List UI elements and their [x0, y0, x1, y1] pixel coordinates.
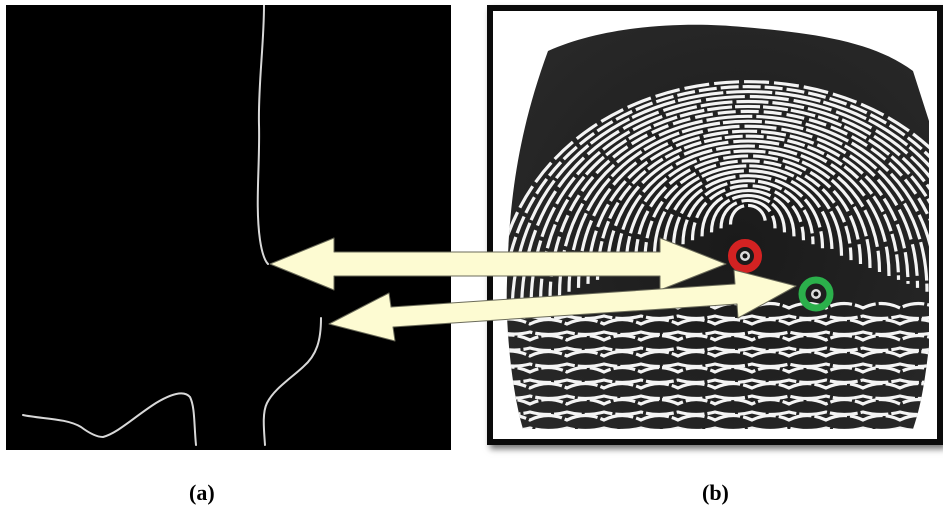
lower-double-arrow	[329, 270, 796, 341]
upper-double-arrow	[270, 238, 726, 290]
panel-a-caption: (a)	[189, 480, 215, 506]
panel-b-caption: (b)	[702, 480, 729, 506]
